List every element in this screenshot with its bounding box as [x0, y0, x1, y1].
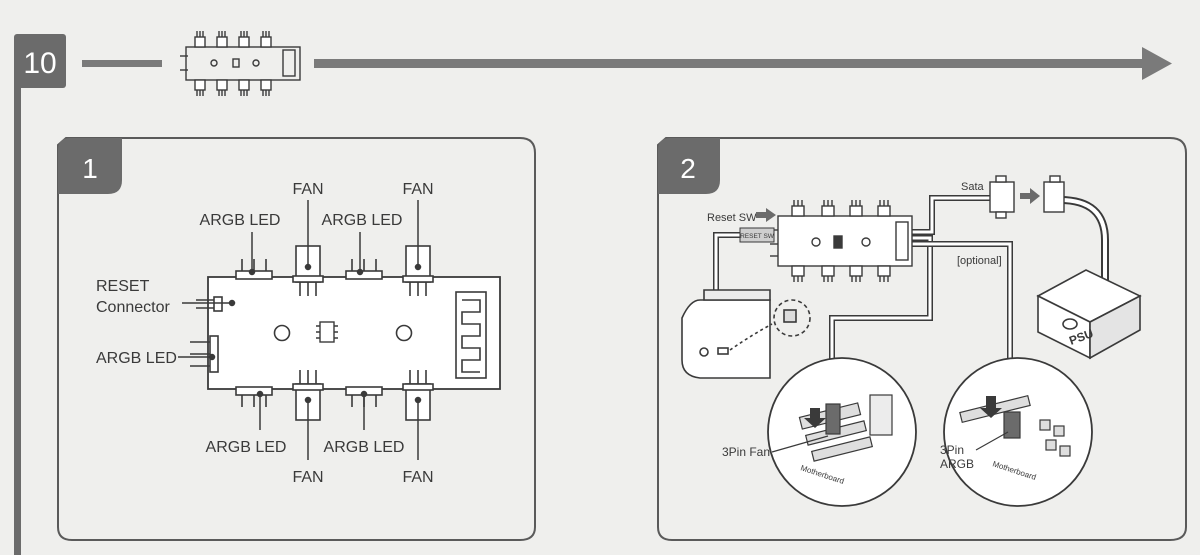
label-reset-line1: RESET [96, 278, 150, 295]
panel-2-frame [657, 137, 1187, 541]
p2-pin-block-0 [791, 205, 805, 217]
argb-header-top-mid [345, 259, 383, 280]
panel-2-number: 2 [680, 153, 696, 184]
step-badge [14, 34, 66, 88]
argb-header-top-left [235, 259, 273, 280]
left-margin-bar [14, 84, 21, 555]
mini-pin-block-2 [238, 36, 250, 48]
motherboard-zoom-fan [767, 357, 917, 507]
psu-box [1036, 269, 1142, 360]
step-number: 10 [23, 47, 56, 80]
step-bar-left [82, 60, 162, 67]
p2-pin-block-2 [849, 205, 863, 217]
motherboard-zoom-argb [943, 357, 1093, 507]
fan-header-bottom-right-base [402, 383, 434, 391]
label-sata: Sata [961, 181, 985, 193]
label-fan-bottom-right: FAN [402, 469, 433, 486]
label-3pin-argb-line1: 3Pin [940, 443, 964, 457]
hub-pcb [207, 276, 501, 390]
fan-header-top-left-base [292, 275, 324, 283]
reset-header-body [213, 296, 223, 312]
label-reset-line2: Connector [96, 299, 170, 316]
mini-pin-block-6 [238, 79, 250, 91]
p2-pin-block-7 [877, 265, 891, 277]
mini-pin-block-7 [260, 79, 272, 91]
p2-pin-block-1 [821, 205, 835, 217]
leader-3pin-fan [771, 435, 829, 453]
reset-header [196, 296, 223, 312]
mini-hub-icon [180, 31, 301, 96]
label-fan-top-right: FAN [402, 181, 433, 198]
leader-3pin-argb [975, 431, 1009, 451]
reset-sw-arrow [756, 208, 776, 222]
mount-hole-right [395, 324, 413, 342]
label-fan-top-left: FAN [292, 181, 323, 198]
label-optional: [optional] [957, 255, 1002, 267]
cables [713, 195, 1109, 410]
mini-pin-block-0 [194, 36, 206, 48]
argb-header-bottom-left-body [235, 386, 273, 396]
panel-2-hub [770, 200, 913, 282]
panel-1-labels: FAN FAN ARGB LED ARGB LED RESET Connecto… [96, 181, 434, 486]
argb-header-left [190, 335, 219, 373]
label-argb-left: ARGB LED [96, 350, 177, 367]
sata-arrow [1020, 188, 1040, 204]
sata-plug [989, 175, 1015, 219]
p2-pin-block-3 [877, 205, 891, 217]
p2-pin-block-5 [821, 265, 835, 277]
fan-header-bottom-left-base [292, 383, 324, 391]
panel-1-number: 1 [82, 153, 98, 184]
label-argb-bottom-mid: ARGB LED [324, 439, 405, 456]
label-argb-top-mid: ARGB LED [322, 212, 403, 229]
pc-case-zoom [681, 289, 811, 379]
p2-pin-block-4 [791, 265, 805, 277]
sata-socket [1043, 175, 1065, 213]
panel-2-badge [658, 138, 720, 194]
panel-1-frame [57, 137, 536, 541]
panel-1-badge [58, 138, 122, 194]
fan-hub-board [190, 245, 501, 421]
reset-sw-tag: RESET SW [739, 227, 775, 243]
panel-1-leaders [178, 200, 422, 460]
argb-header-bottom-left [235, 386, 273, 407]
mini-pin-block-5 [216, 79, 228, 91]
fan-header-top-right-base [402, 275, 434, 283]
reset-sw-tag-text: RESET SW [740, 233, 775, 240]
label-3pin-fan: 3Pin Fan [722, 445, 770, 459]
step-arrow-head [1142, 47, 1172, 80]
step-arrow-shaft [314, 59, 1144, 68]
label-3pin-argb-line2: ARGB [940, 457, 974, 471]
sata-connector [455, 291, 487, 379]
argb-header-top-mid-body [345, 270, 383, 280]
label-argb-top-left: ARGB LED [200, 212, 281, 229]
mini-pin-block-1 [216, 36, 228, 48]
p2-pin-block-6 [849, 265, 863, 277]
label-reset-sw: Reset SW [707, 212, 757, 224]
mini-pin-block-4 [194, 79, 206, 91]
mount-hole-left [273, 324, 291, 342]
mini-pin-block-3 [260, 36, 272, 48]
label-argb-bottom-left: ARGB LED [206, 439, 287, 456]
label-fan-bottom-left: FAN [292, 469, 323, 486]
controller-chip [316, 321, 338, 343]
